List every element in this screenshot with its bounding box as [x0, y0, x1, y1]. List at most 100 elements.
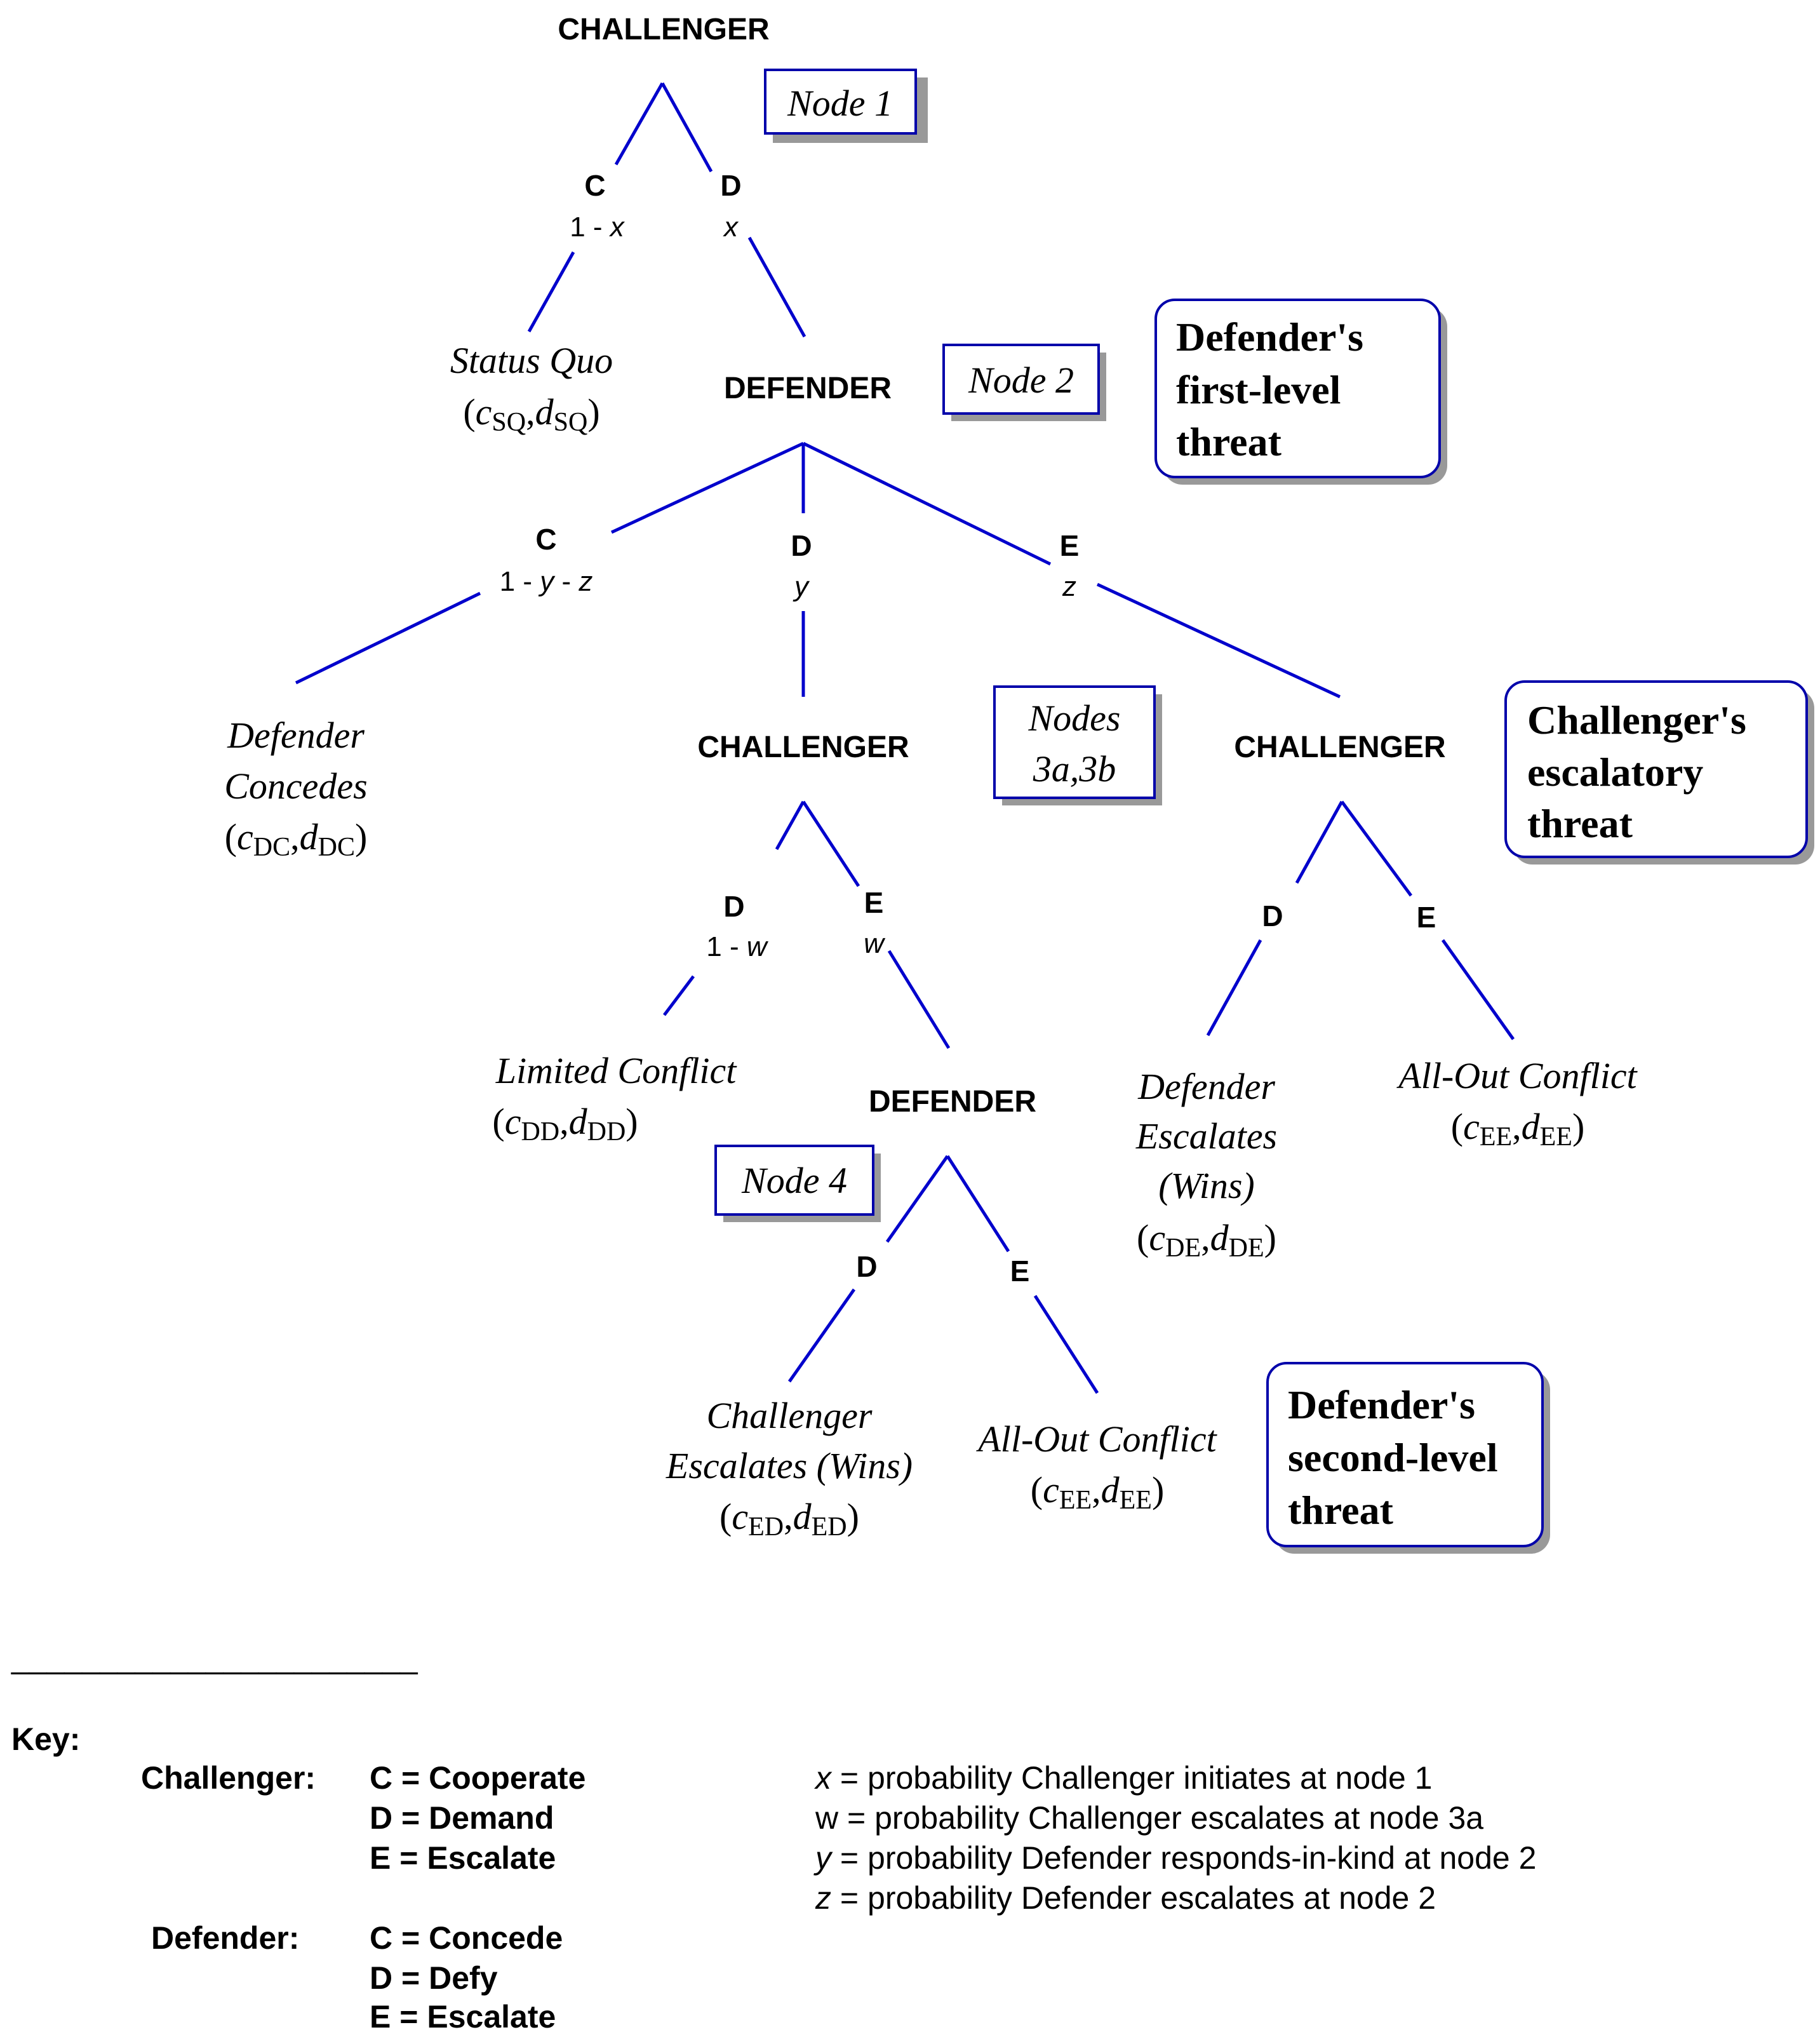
outcome-name-line1: Defender: [227, 715, 365, 756]
edge-n3b-d-lower: [1206, 939, 1262, 1037]
node4-moves: D E: [856, 1250, 1029, 1288]
outcome-name: All-Out Conflict: [975, 1418, 1217, 1460]
threat-line3: threat: [1288, 1488, 1394, 1533]
key-challenger-label: Challenger:: [141, 1760, 316, 1796]
edge-n2-c-lower: [295, 591, 481, 685]
prob-one-minus-w: 1 - w: [706, 931, 769, 962]
outcome-name: Status Quo: [450, 340, 613, 381]
node1-moves: C 1 - x D x: [570, 169, 741, 243]
key-challenger-move-c: C = Cooperate: [370, 1760, 585, 1796]
edge-n1-d-lower: [747, 236, 806, 338]
player-challenger-node1: CHALLENGER: [558, 13, 769, 46]
move-label-d: D: [723, 890, 744, 923]
outcome-name-line1: Challenger: [707, 1395, 873, 1436]
outcome-name-line2: Concedes: [224, 765, 368, 807]
outcome-status-quo: Status Quo (cSQ,dSQ): [450, 340, 613, 437]
move-label-e: E: [1417, 901, 1436, 934]
move-label-c: C: [535, 523, 556, 556]
player-challenger-node3a: CHALLENGER: [697, 730, 909, 764]
edge-n1-c-upper: [614, 82, 664, 166]
node-label-nodes-3a-3b: Nodes 3a,3b: [993, 685, 1162, 805]
threat-line2: first-level: [1176, 367, 1341, 412]
key-legend: _______________________ Key: Challenger:…: [11, 1639, 1536, 2032]
prob-one-minus-y-minus-z: 1 - y - z: [500, 566, 593, 597]
threat-line1: Defender's: [1176, 314, 1363, 360]
threat-line1: Challenger's: [1527, 697, 1746, 743]
threat-line2: escalatory: [1527, 750, 1703, 795]
move-label-d: D: [791, 529, 812, 562]
key-challenger-move-d: D = Demand: [370, 1800, 554, 1836]
node-label-text-line2: 3a,3b: [1033, 748, 1116, 790]
payoff: (cDE,dDE): [1137, 1217, 1276, 1263]
move-label-e: E: [864, 886, 884, 919]
node-label-text: Node 4: [741, 1160, 847, 1201]
node-label-node2: Node 2: [942, 344, 1106, 421]
node-label-node1: Node 1: [764, 69, 928, 143]
prob-y: y: [793, 571, 810, 602]
outcome-defender-concedes: Defender Concedes (cDC,dDC): [224, 715, 368, 862]
prob-z: z: [1062, 571, 1076, 602]
outcome-name-line2: Escalates: [1135, 1115, 1277, 1157]
outcome-all-out-conflict-upper: All-Out Conflict (cEE,dEE): [1396, 1055, 1638, 1152]
key-title: Key:: [11, 1721, 80, 1757]
threat-line3: threat: [1176, 419, 1282, 464]
node-label-node4: Node 4: [714, 1145, 881, 1222]
outcome-name-line1: Defender: [1137, 1066, 1275, 1107]
key-challenger-move-e: E = Escalate: [370, 1840, 556, 1876]
edge-n3b-d-upper: [1295, 800, 1344, 884]
threat-defender-second-level: Defender's second-level threat: [1266, 1362, 1550, 1554]
outcome-all-out-conflict-lower: All-Out Conflict (cEE,dEE): [975, 1418, 1217, 1515]
payoff: (cEE,dEE): [1031, 1469, 1165, 1515]
move-label-e: E: [1010, 1255, 1030, 1288]
tree-edges: [295, 82, 1515, 1394]
payoff: (cEE,dEE): [1451, 1106, 1585, 1152]
edge-n2-e-lower: [1096, 582, 1341, 699]
edge-n4-e-upper: [946, 1155, 1010, 1253]
threat-line1: Defender's: [1288, 1382, 1475, 1427]
key-variable-w: w = probability Challenger escalates at …: [815, 1800, 1483, 1836]
edge-n4-e-lower: [1033, 1295, 1099, 1394]
edge-n4-d-lower: [787, 1288, 856, 1383]
key-variable-x: x = probability Challenger initiates at …: [814, 1760, 1432, 1796]
outcome-name: Limited Conflict: [495, 1050, 738, 1091]
edge-n2-c-upper: [610, 441, 805, 534]
outcome-defender-escalates: Defender Escalates (Wins) (cDE,dDE): [1135, 1066, 1277, 1263]
move-label-d: D: [720, 169, 741, 202]
edge-n3a-d-lower: [663, 975, 695, 1016]
outcome-name-line2: Escalates (Wins): [666, 1445, 913, 1486]
move-label-e: E: [1060, 529, 1080, 562]
key-defender-move-d: D = Defy: [370, 1960, 498, 1996]
threat-challenger-escalatory: Challenger's escalatory threat: [1504, 680, 1814, 865]
move-label-c: C: [584, 169, 605, 202]
key-defender-label: Defender:: [151, 1920, 299, 1956]
threat-line2: second-level: [1288, 1435, 1498, 1480]
move-label-d: D: [1262, 899, 1283, 932]
key-separator-rule: _______________________: [11, 1639, 418, 1675]
player-defender-node4: DEFENDER: [869, 1085, 1036, 1119]
payoff: (cED,dED): [719, 1496, 859, 1542]
prob-x: x: [723, 212, 739, 243]
edge-n3a-d-upper: [775, 800, 805, 851]
node2-moves: C 1 - y - z D y E z: [500, 523, 1080, 602]
payoff: (cDD,dDD): [492, 1101, 638, 1147]
prob-one-minus-x: 1 - x: [570, 212, 626, 243]
node-label-text: Node 2: [968, 360, 1074, 401]
outcome-name-line3: (Wins): [1158, 1165, 1254, 1206]
threat-line3: threat: [1527, 801, 1633, 846]
player-challenger-node3b: CHALLENGER: [1234, 730, 1445, 764]
outcome-name: All-Out Conflict: [1396, 1055, 1638, 1096]
node-label-text: Node 1: [787, 83, 893, 124]
node3b-moves: D E: [1262, 899, 1436, 934]
edge-n3b-e-lower: [1441, 939, 1515, 1040]
key-defender-move-e: E = Escalate: [370, 1999, 556, 2032]
threat-defender-first-level: Defender's first-level threat: [1154, 299, 1447, 485]
edge-n3b-e-upper: [1340, 800, 1413, 897]
edge-n3a-e-upper: [801, 800, 860, 887]
player-defender-node2: DEFENDER: [724, 372, 892, 405]
edge-n4-d-upper: [885, 1155, 949, 1243]
key-variable-y: y = probability Defender responds-in-kin…: [813, 1840, 1536, 1876]
outcome-challenger-escalates: Challenger Escalates (Wins) (cED,dED): [666, 1395, 913, 1542]
node3a-moves: D 1 - w E w: [706, 886, 886, 962]
edge-n1-c-lower: [527, 251, 575, 333]
